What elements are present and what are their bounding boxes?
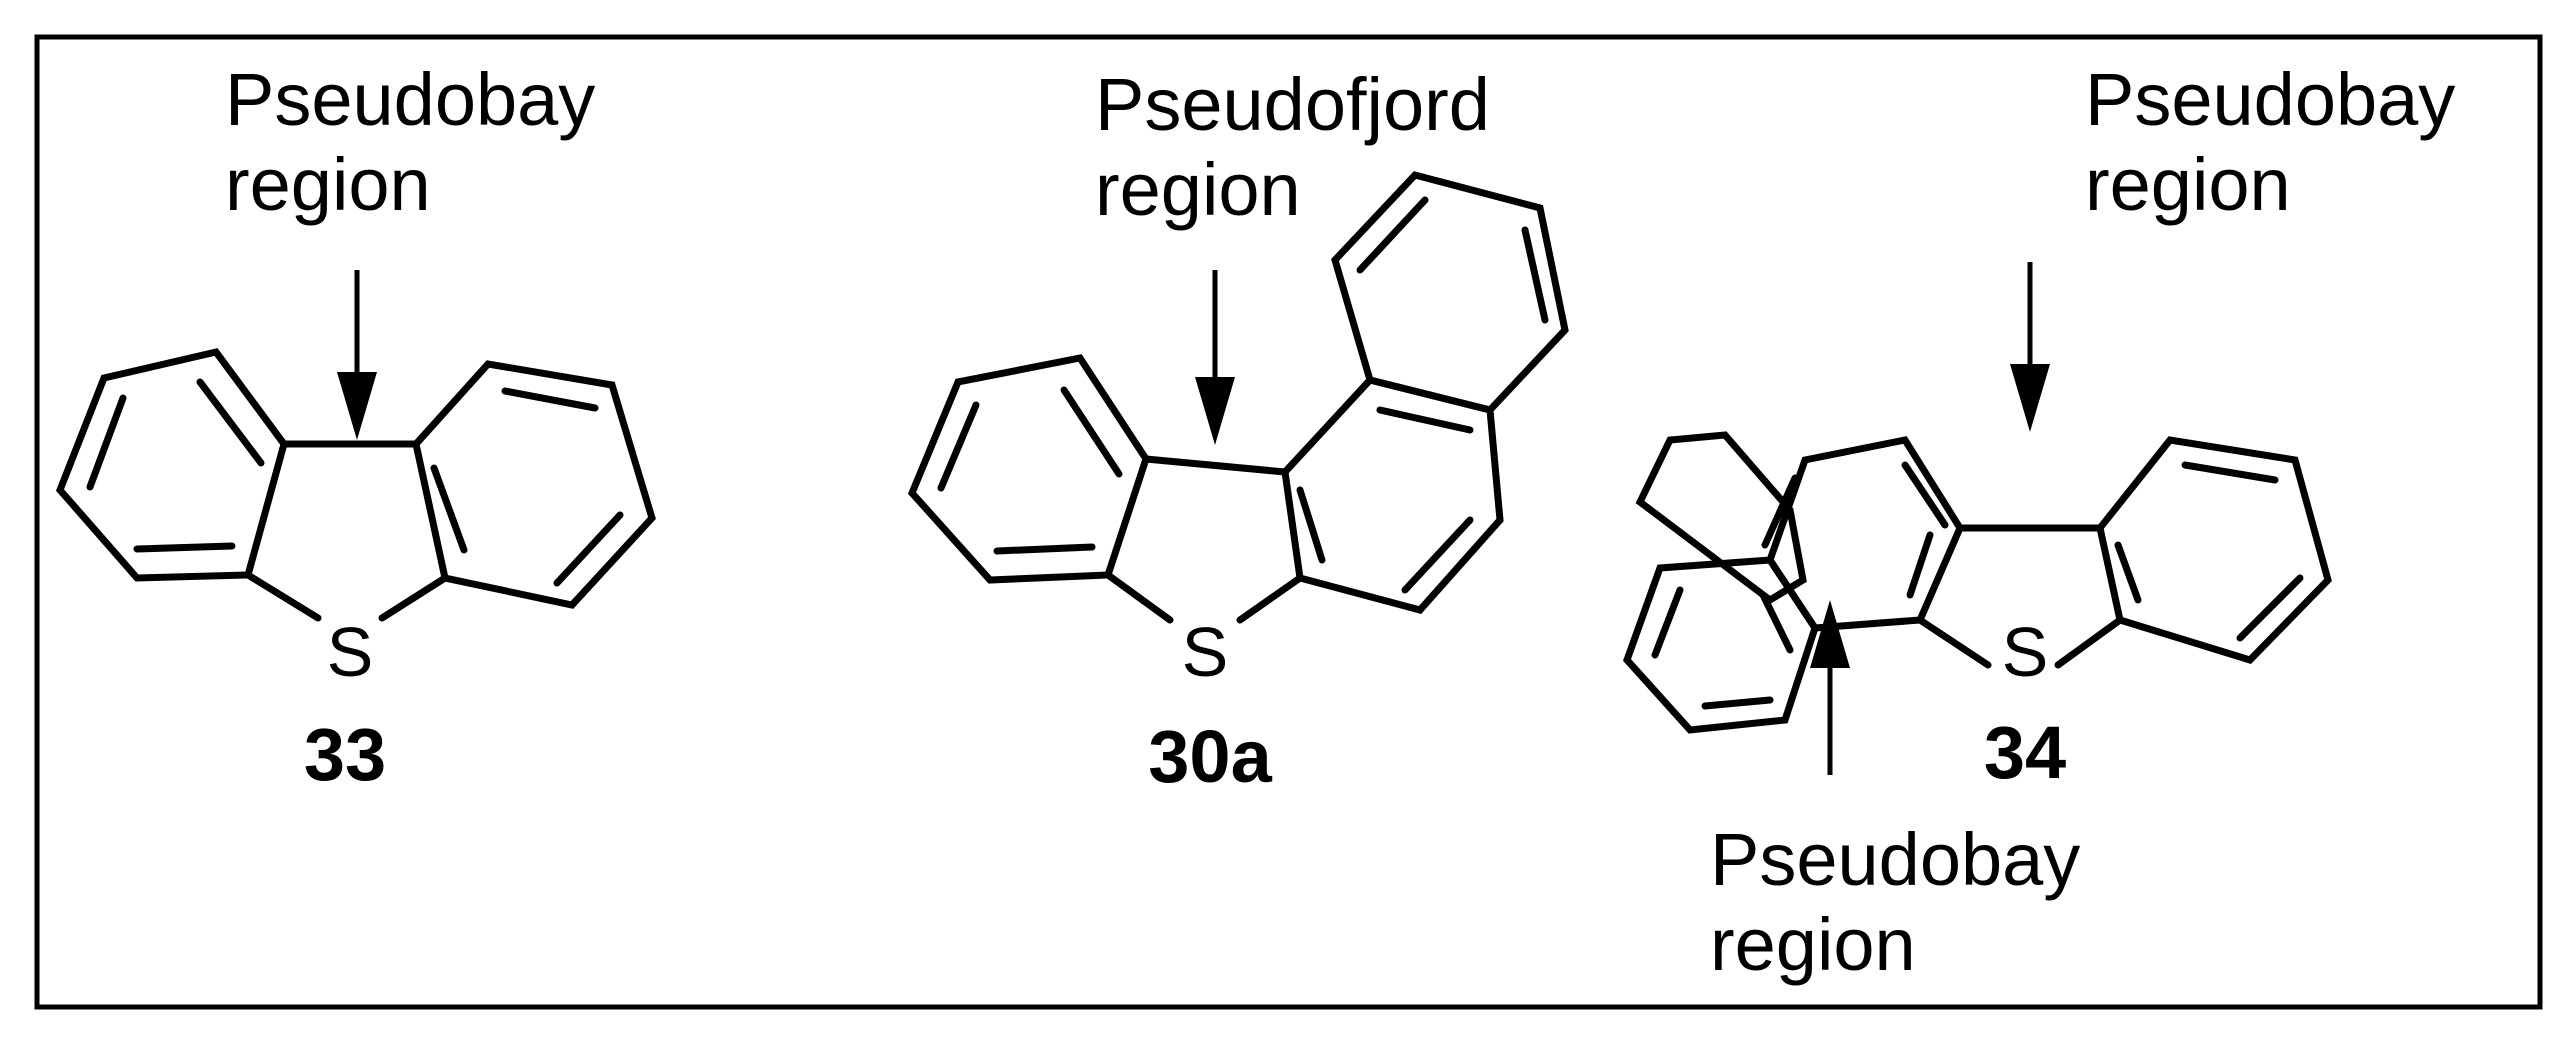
molecule-30a-sulfur-atom: S xyxy=(1182,613,1229,691)
molecule-34-sulfur-atom: S xyxy=(2002,613,2049,691)
molecule-30a-bonds xyxy=(907,171,1569,624)
molecule-34-number: 34 xyxy=(1984,711,2066,794)
molecule-30a-arrowhead xyxy=(1195,377,1235,445)
molecule-33-annotation-line1: Pseudobay xyxy=(225,58,595,141)
molecule-33-arrowhead xyxy=(337,372,377,440)
molecule-30a-pseudofjord-annotation: Pseudofjord region xyxy=(1095,63,1490,445)
molecule-34-annotation-top-line2: region xyxy=(2085,143,2291,226)
molecule-33: S 33 Pseudobay region xyxy=(55,58,656,796)
molecule-34-top-arrowhead xyxy=(2010,364,2050,432)
molecule-34-bottom-arrowhead xyxy=(1810,600,1850,668)
molecule-33-annotation-line2: region xyxy=(225,143,431,226)
molecule-34-bonds xyxy=(1622,431,2332,734)
molecule-30a-annotation-line1: Pseudofjord xyxy=(1095,63,1490,146)
molecule-30a-annotation-line2: region xyxy=(1095,148,1301,231)
molecule-33-number: 33 xyxy=(304,713,386,796)
molecule-33-sulfur-atom: S xyxy=(327,613,374,691)
molecule-34-annotation-top-line1: Pseudobay xyxy=(2085,58,2455,141)
molecule-33-pseudobay-annotation: Pseudobay region xyxy=(225,58,595,440)
molecule-34-pseudobay-annotation-bottom: Pseudobay region xyxy=(1710,600,2080,986)
molecule-34-pseudobay-annotation-top: Pseudobay region xyxy=(2010,58,2455,432)
molecule-34-annotation-bottom-line1: Pseudobay xyxy=(1710,818,2080,901)
molecule-34-annotation-bottom-line2: region xyxy=(1710,903,1916,986)
molecule-30a: S 30a Pseudofjord region xyxy=(907,63,1569,798)
molecule-33-bonds xyxy=(55,348,656,622)
molecule-34: S 34 Pseudobay region Pseudobay region xyxy=(1622,58,2455,986)
figure-frame xyxy=(34,34,2543,1010)
molecule-30a-number: 30a xyxy=(1148,715,1272,798)
